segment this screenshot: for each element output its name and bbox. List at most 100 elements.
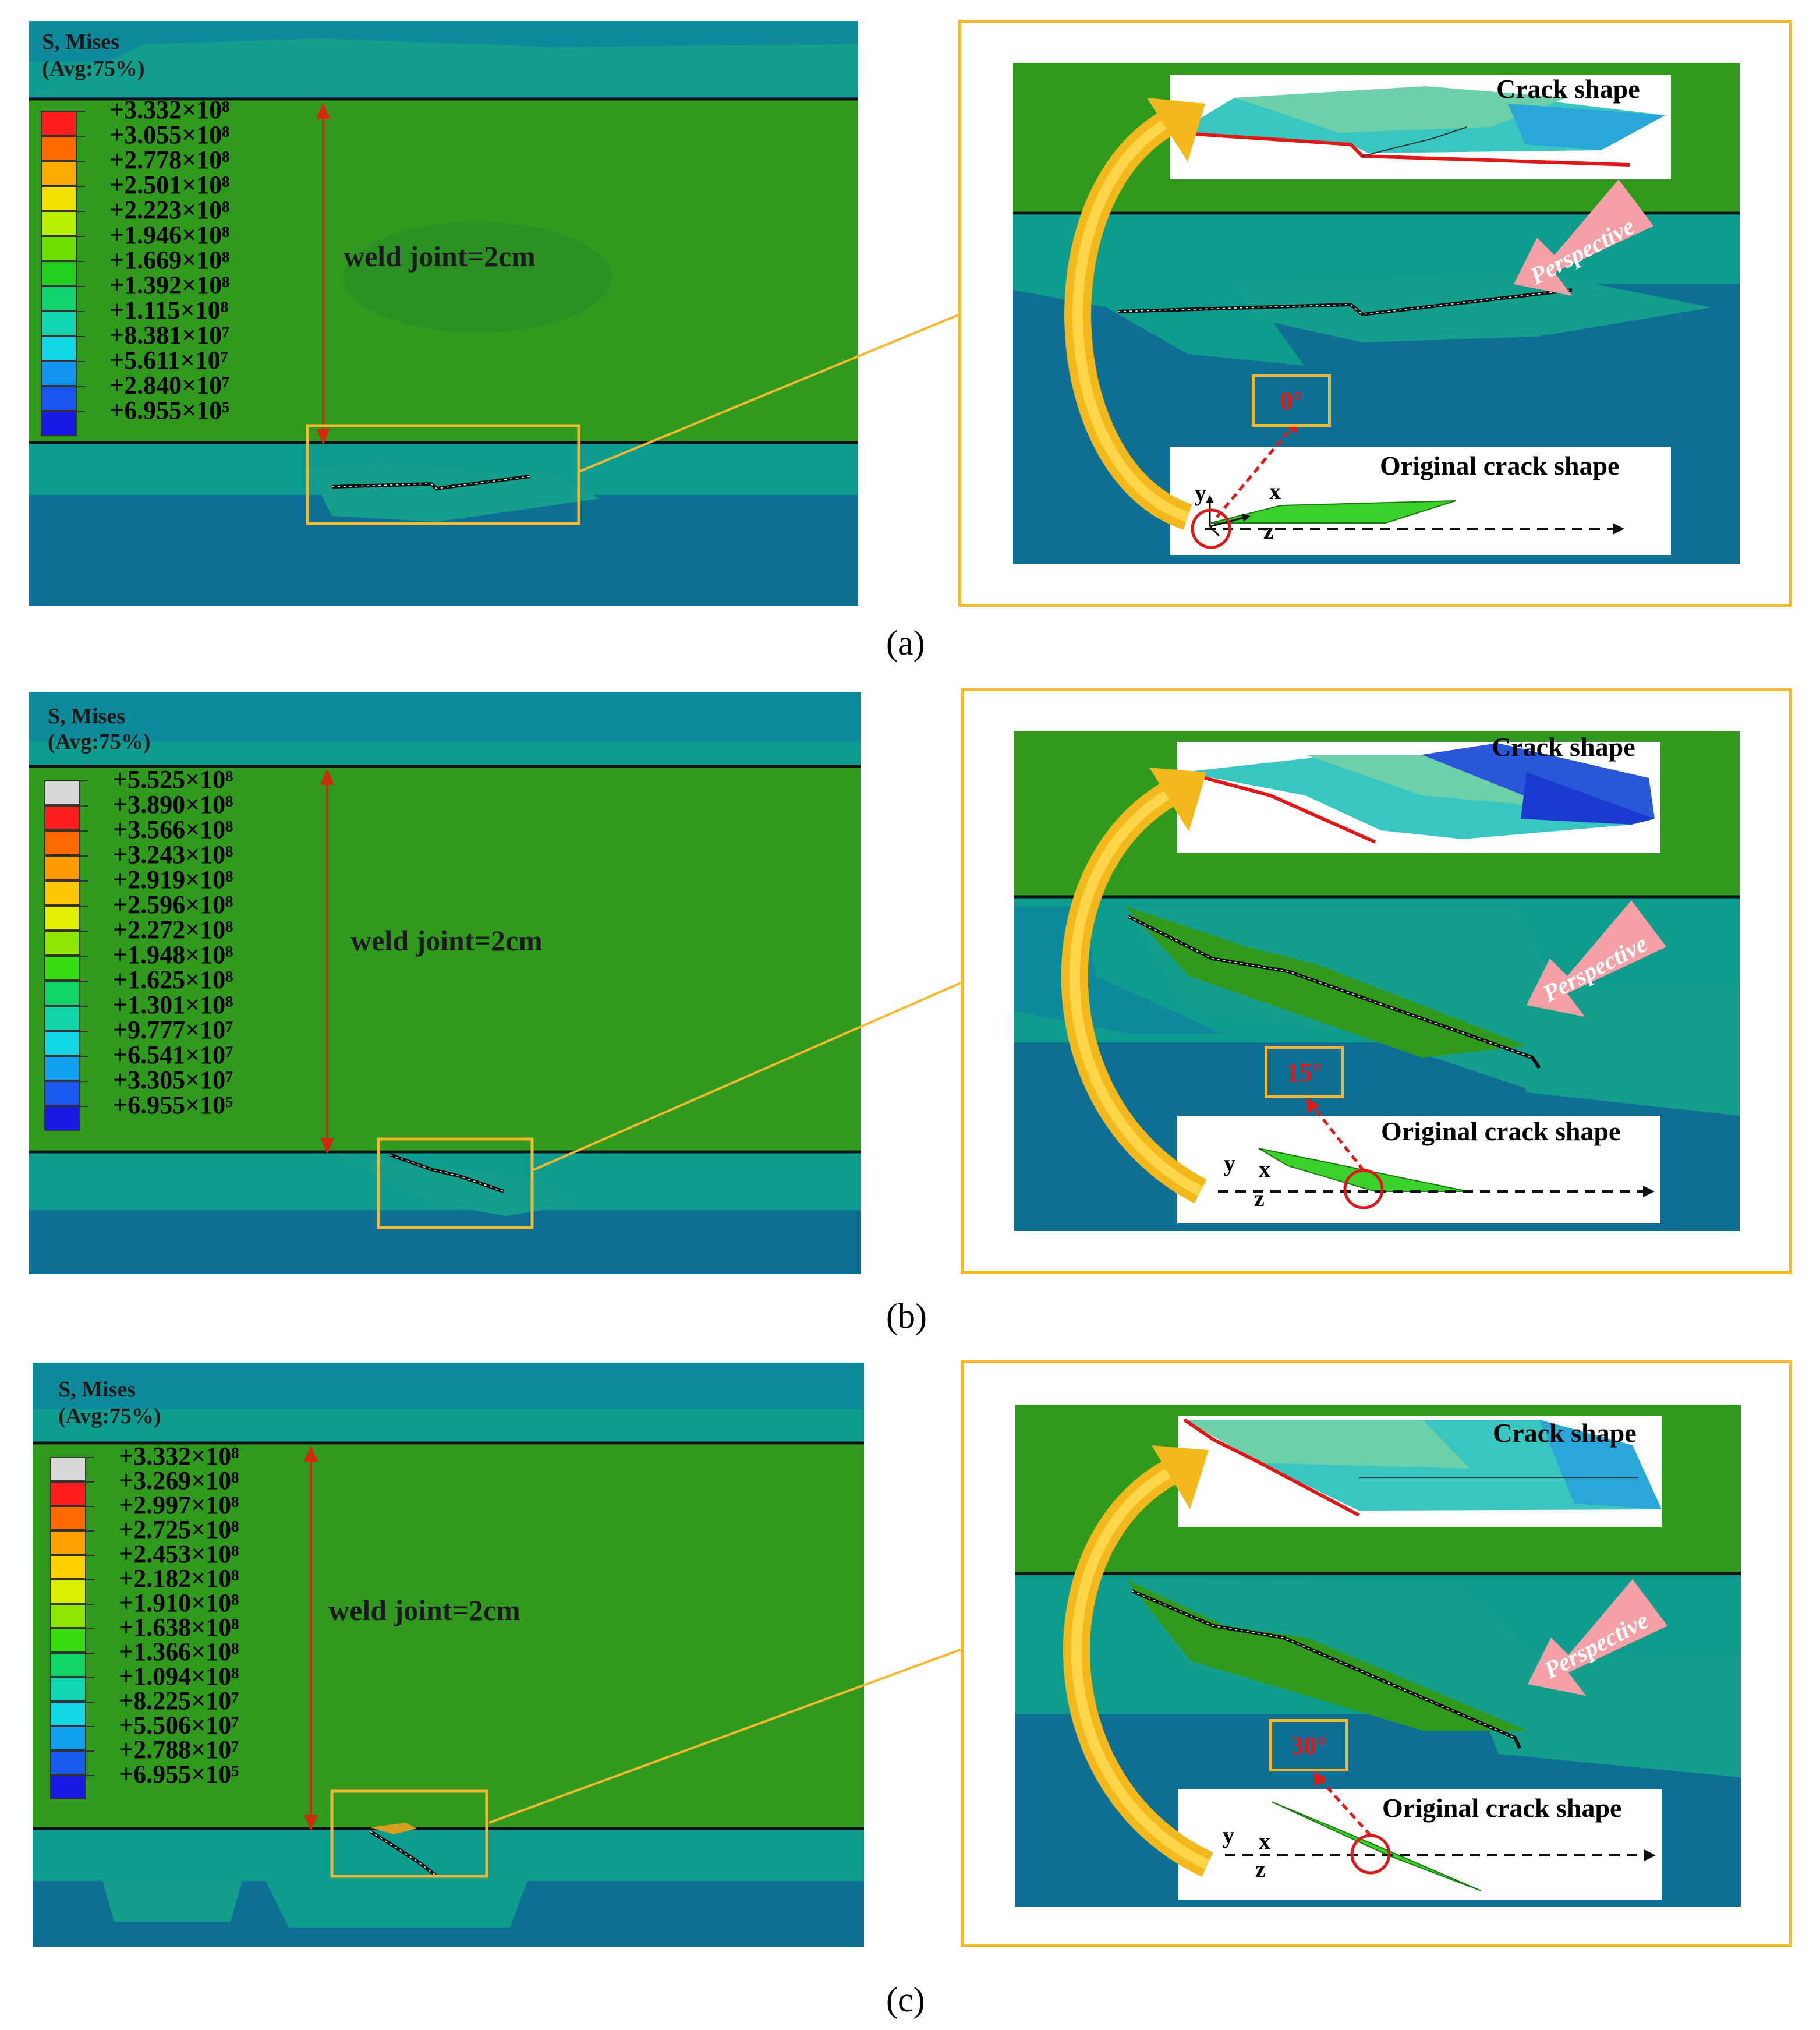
legend-tick <box>77 111 85 112</box>
panel-a: S, Mises (Avg:75%) +3.332×10⁸+3.055×10⁸+… <box>0 0 1820 676</box>
legend-tick <box>80 780 88 781</box>
caption-b: (b) <box>886 1297 927 1335</box>
zoom-view-c: Crack shape Original crack shape Perspec… <box>1015 1405 1741 1907</box>
legend-swatch <box>50 1653 86 1677</box>
stress-contour-plot-c: S, Mises (Avg:75%) +3.332×10⁸+3.269×10⁸+… <box>33 1363 864 1947</box>
legend-swatch <box>44 830 80 855</box>
legend-tick <box>77 136 85 137</box>
legend-swatch <box>41 211 77 236</box>
legend-tick <box>80 956 88 957</box>
legend-swatch <box>50 1506 86 1530</box>
legend-swatch <box>44 956 80 981</box>
legend-swatch <box>50 1702 86 1726</box>
caption-a: (a) <box>886 624 925 662</box>
legend-tick <box>86 1579 94 1580</box>
legend-value: +2.788×10⁷ <box>119 1735 239 1764</box>
legend-value: +1.392×10⁸ <box>109 271 230 299</box>
axis-x-label: x <box>1259 1828 1270 1854</box>
legend-swatch <box>50 1530 86 1555</box>
stress-contour-plot-b: S, Mises (Avg:75%) +5.525×10⁸+3.890×10⁸+… <box>29 692 861 1274</box>
zoom-svg-b <box>1014 731 1740 1223</box>
legend-tick <box>86 1604 94 1605</box>
zoom-frame-a <box>958 20 1792 607</box>
panel-b: S, Mises (Avg:75%) +5.525×10⁸+3.890×10⁸+… <box>0 676 1820 1351</box>
legend-swatch <box>50 1457 86 1481</box>
legend-swatch <box>50 1726 86 1750</box>
legend-value: +1.115×10⁸ <box>109 296 228 324</box>
crack-shape-label: Crack shape <box>1492 732 1635 762</box>
legend-value: +2.223×10⁸ <box>109 196 230 224</box>
original-crack-label: Original crack shape <box>1380 451 1620 480</box>
legend-swatch <box>50 1677 86 1702</box>
legend-tick <box>86 1506 94 1507</box>
legend-tick <box>77 386 85 387</box>
axis-x-label: x <box>1259 1156 1270 1182</box>
legend-value: +6.955×10⁵ <box>113 1091 233 1119</box>
legend-tick <box>86 1775 94 1776</box>
weld-joint-label: weld joint=2cm <box>350 924 543 957</box>
legend-tick <box>77 286 85 287</box>
legend-tick <box>77 211 85 212</box>
legend-tick <box>80 880 88 882</box>
legend-value: +3.890×10⁸ <box>113 790 233 819</box>
zoom-connector-a <box>578 313 960 473</box>
legend-tick <box>80 1056 88 1057</box>
legend-value: +2.501×10⁸ <box>109 171 230 199</box>
legend-value: +1.094×10⁸ <box>119 1662 239 1691</box>
legend-value: +2.778×10⁸ <box>109 146 230 174</box>
legend-swatch <box>44 805 80 830</box>
legend-value: +6.955×10⁵ <box>119 1760 239 1788</box>
zoom-connector-c <box>488 1648 962 1824</box>
legend-tick <box>86 1653 94 1654</box>
legend-value: +5.525×10⁸ <box>113 765 233 794</box>
legend-tick <box>80 1031 88 1032</box>
legend-value: +3.269×10⁸ <box>119 1466 239 1495</box>
legend-subtitle: (Avg:75%) <box>42 56 145 81</box>
legend-value: +2.725×10⁸ <box>119 1515 239 1544</box>
legend-value: +3.332×10⁸ <box>109 96 230 124</box>
crack-shape-label: Crack shape <box>1493 1418 1637 1448</box>
legend-swatch <box>44 1081 80 1106</box>
zoom-view-b: Crack shape Original crack shape Perspec… <box>1014 731 1740 1231</box>
legend-value: +1.625×10⁸ <box>113 966 233 994</box>
legend-tick <box>77 261 85 262</box>
legend-value: +2.272×10⁸ <box>113 915 233 944</box>
legend-title: S, Mises <box>48 704 125 728</box>
legend-tick <box>80 906 88 907</box>
zoom-connector-b <box>532 982 961 1172</box>
legend-swatch <box>44 1006 80 1031</box>
legend-tick <box>80 855 88 857</box>
legend-tick <box>86 1628 94 1629</box>
legend-tick <box>77 311 85 312</box>
stress-contour-plot-a: S, Mises (Avg:75%) +3.332×10⁸+3.055×10⁸+… <box>29 21 858 606</box>
weld-joint-label: weld joint=2cm <box>344 240 536 273</box>
legend-swatch <box>44 981 80 1006</box>
legend-value: +2.840×10⁷ <box>109 371 230 399</box>
legend-swatch <box>50 1775 86 1799</box>
legend-swatch <box>50 1604 86 1628</box>
legend-value: +1.669×10⁸ <box>109 246 230 274</box>
legend-swatch <box>44 906 80 931</box>
legend-tick <box>86 1555 94 1556</box>
legend-value: +1.946×10⁸ <box>109 221 230 249</box>
legend-value: +3.332×10⁸ <box>119 1442 239 1470</box>
legend-tick <box>86 1481 94 1483</box>
zoom-svg-c <box>1015 1405 1741 1900</box>
axis-z-label: z <box>1254 1185 1265 1211</box>
legend-value: +6.955×10⁵ <box>109 396 230 425</box>
legend-value: +3.305×10⁷ <box>113 1066 233 1094</box>
angle-box: 0° <box>1252 374 1331 427</box>
legend-value: +2.997×10⁸ <box>119 1491 239 1519</box>
legend-swatch <box>41 286 77 311</box>
legend-value: +6.541×10⁷ <box>113 1041 233 1069</box>
original-crack-label: Original crack shape <box>1382 1793 1622 1823</box>
crack-shape-label: Crack shape <box>1496 74 1640 104</box>
legend-swatch <box>44 780 80 805</box>
axis-y-label: y <box>1224 1150 1235 1176</box>
legend-value: +2.453×10⁸ <box>119 1540 239 1568</box>
angle-box: 30° <box>1269 1719 1348 1771</box>
legend-swatch <box>41 111 77 136</box>
legend-tick <box>80 1081 88 1082</box>
legend-tick <box>77 186 85 187</box>
legend-value: +3.055×10⁸ <box>109 121 230 149</box>
